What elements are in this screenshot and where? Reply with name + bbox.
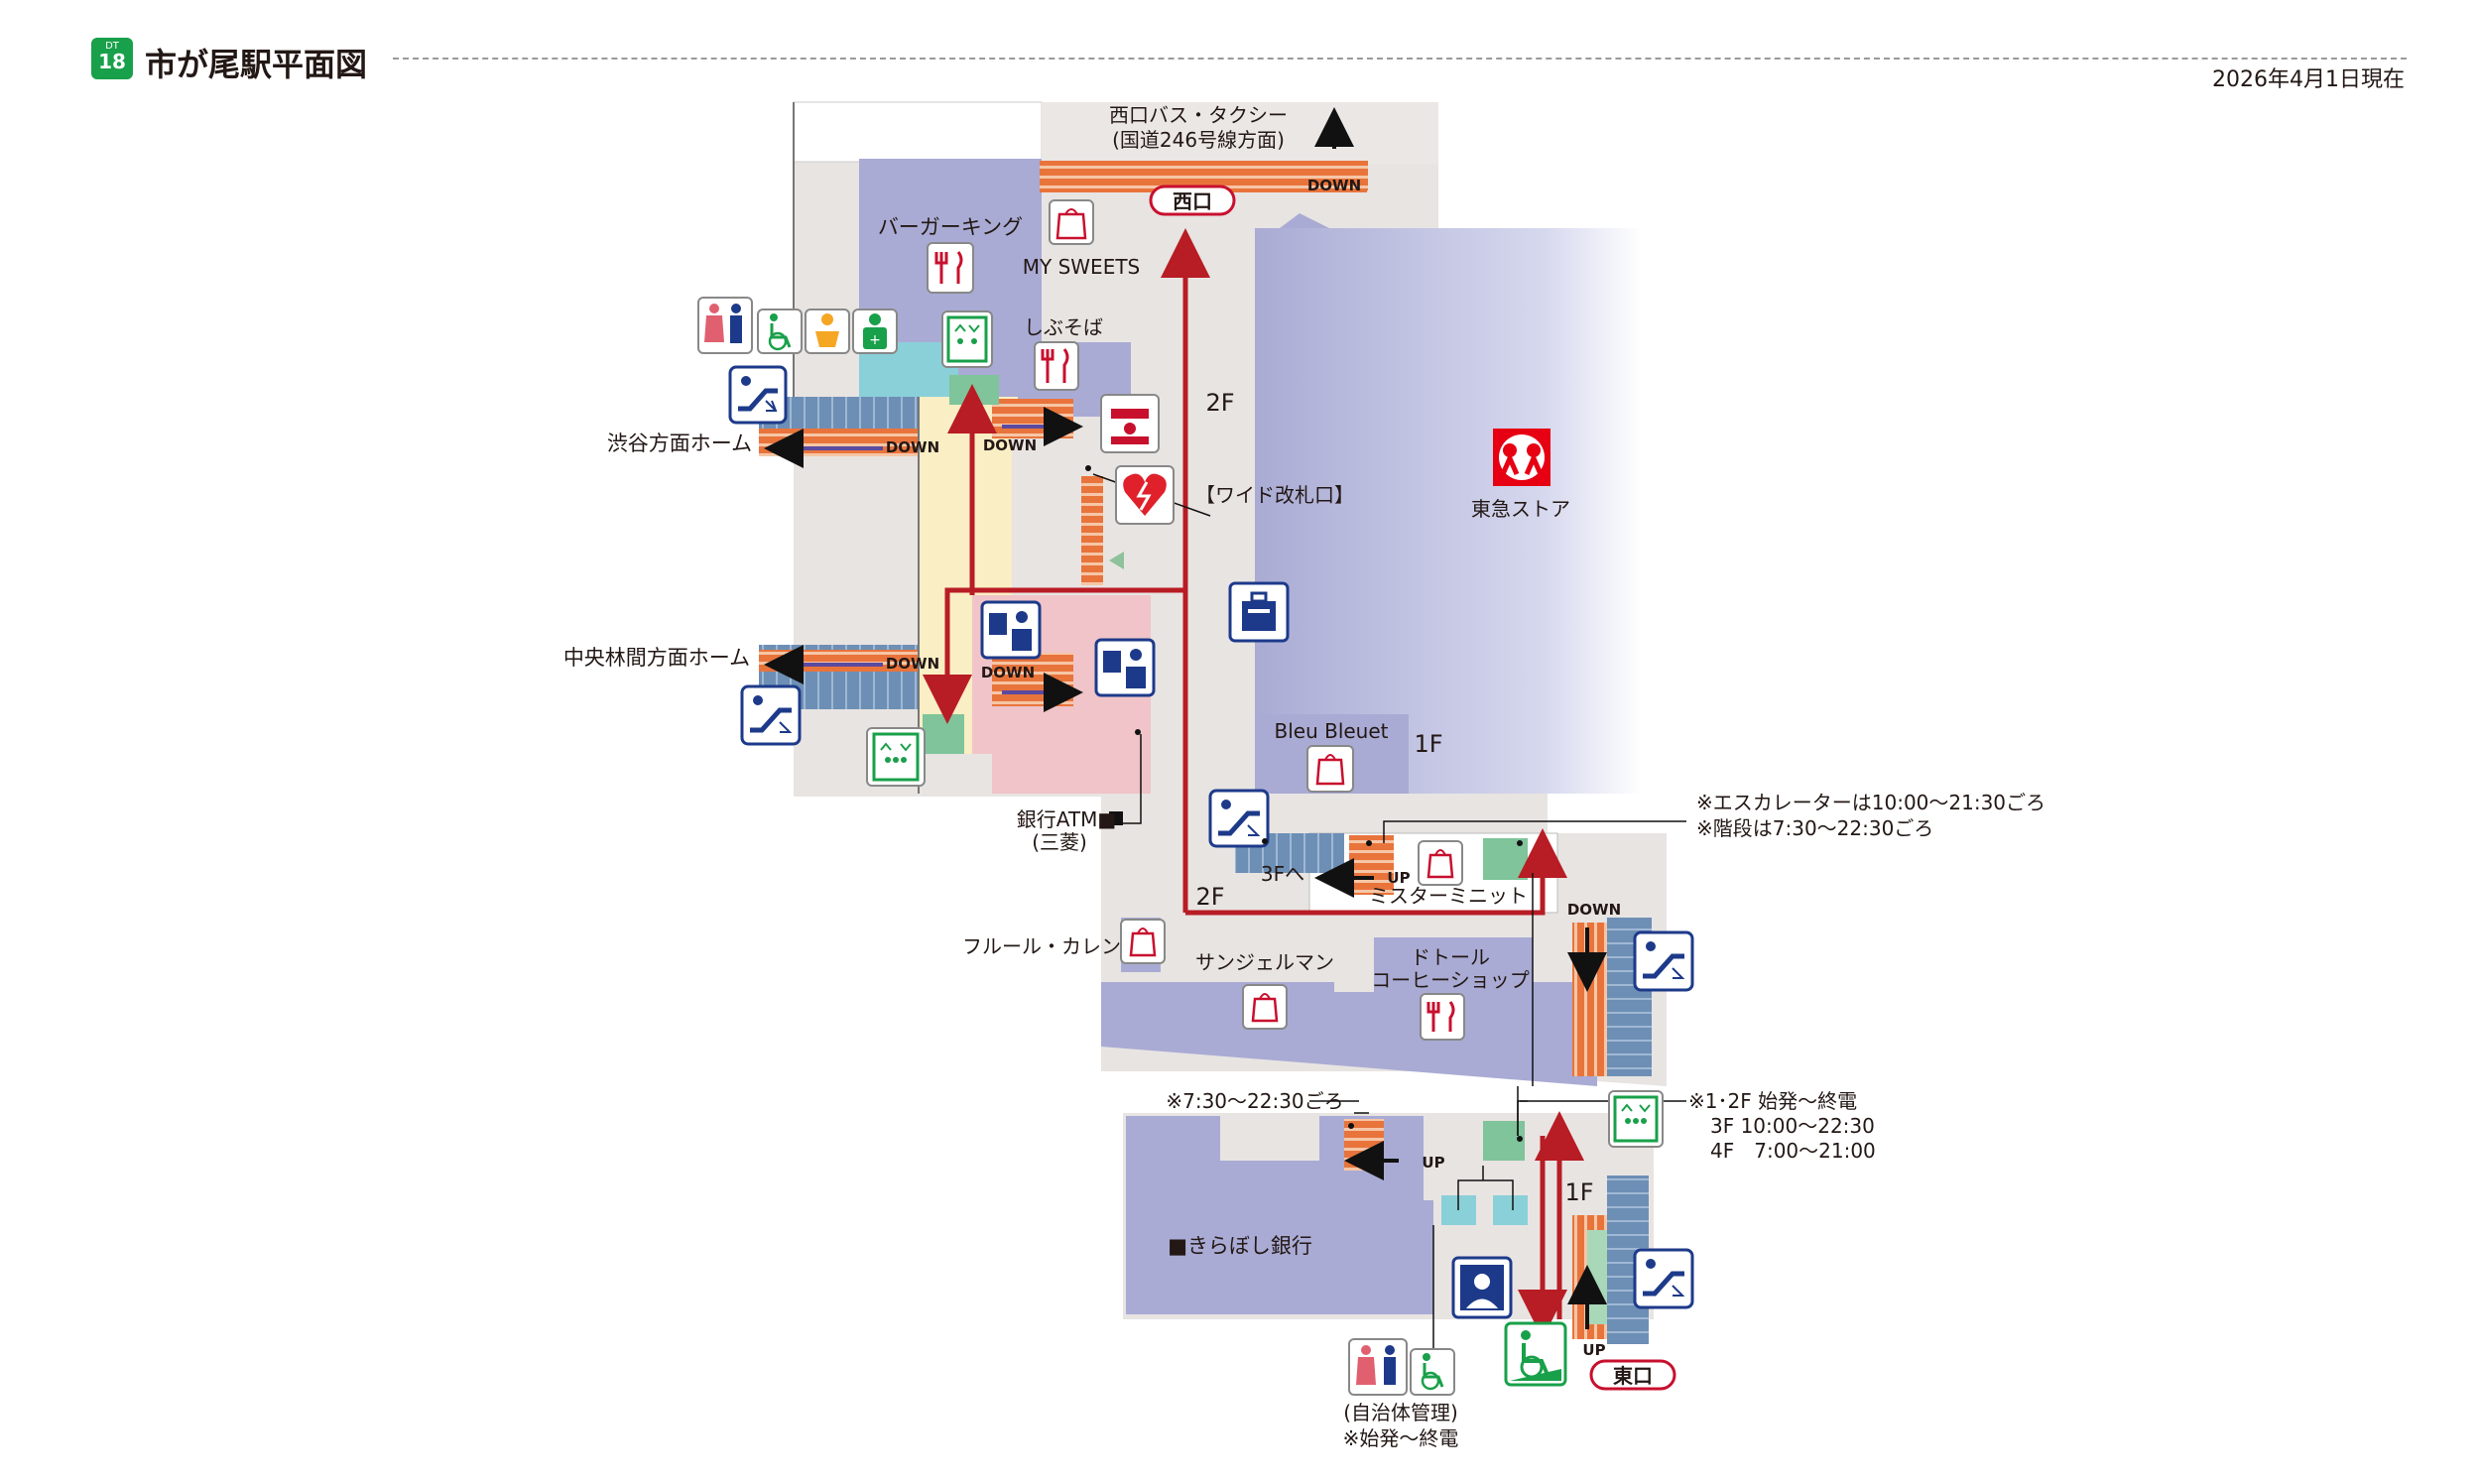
doutor-label: ドトール xyxy=(1411,945,1490,969)
chuorinkan-platform-label: 中央林間方面ホーム xyxy=(563,646,750,670)
line-badge-number: 18 xyxy=(98,50,126,73)
burger-king-label: バーガーキング xyxy=(878,215,1023,239)
aed-icon xyxy=(1115,465,1175,525)
floor-2f-label: 2F xyxy=(1205,389,1234,417)
bank-atm-label: 銀行ATM■ xyxy=(1017,807,1117,831)
east-exit-badge: 東口 xyxy=(1589,1359,1676,1391)
elevator-note-3: 4F 7:00～21:00 xyxy=(1710,1139,1876,1163)
baby-icon xyxy=(805,309,850,354)
toilet-hours-note: ※始発～終電 xyxy=(1343,1426,1459,1450)
lower-up-label: UP xyxy=(1422,1154,1444,1172)
restaurant-icon xyxy=(1420,993,1465,1041)
escalator-icon xyxy=(1633,930,1694,992)
connector-down-label: DOWN xyxy=(1567,901,1621,919)
accessible-route xyxy=(923,228,1584,1339)
stairs-hours-note: ※階段は7:30～22:30ごろ xyxy=(1696,816,1933,840)
bleu-bleuet-label: Bleu Bleuet xyxy=(1274,719,1388,743)
shibusoba-label: しぶそば xyxy=(1024,315,1103,339)
map-labels: 西口バス・タクシー (国道246号線方面) DOWN バーガーキング MY SW… xyxy=(563,103,2046,1450)
shop-icon xyxy=(1418,840,1463,886)
elevator-note-2: 3F 10:00～22:30 xyxy=(1710,1114,1875,1138)
doutor-sub-label: コーヒーショップ xyxy=(1371,968,1530,992)
shibuya-down-label: DOWN xyxy=(886,438,939,456)
floor-1f-label: 1F xyxy=(1564,1178,1593,1206)
west-exit-destination: 西口バス・タクシー xyxy=(1109,103,1288,127)
escalator-icon xyxy=(1208,789,1270,848)
ticket-machine-icon xyxy=(1094,638,1156,697)
restaurant-icon xyxy=(927,242,974,294)
escalator-hours-note: ※エスカレーターは10:00～21:30ごろ xyxy=(1696,791,2046,814)
to-3f-label: 3Fへ xyxy=(1261,862,1304,886)
escalator-icon xyxy=(728,365,788,425)
bank-atm-sub-label: (三菱) xyxy=(1032,830,1087,854)
tokyu-store-area xyxy=(1255,228,1642,794)
escalator-icon xyxy=(740,684,802,746)
east-up-label: UP xyxy=(1582,1341,1605,1359)
connector-up-label: UP xyxy=(1387,869,1410,887)
floor-2f-lower-label: 2F xyxy=(1195,883,1224,911)
flow-arrows xyxy=(764,107,1607,1329)
shop-icon xyxy=(1100,394,1160,453)
page-title: 市が尾駅平面図 xyxy=(145,46,368,83)
west-exit-destination-sub: (国道246号線方面) xyxy=(1112,128,1285,152)
shop-icon xyxy=(1306,745,1354,793)
tokyu-store-label: 東急ストア xyxy=(1471,497,1570,521)
toilet-management-note: (自治体管理) xyxy=(1343,1401,1458,1424)
gate-down-label: DOWN xyxy=(983,436,1037,454)
line-badge-code: DT xyxy=(105,41,119,52)
shop-icon xyxy=(1049,199,1094,245)
shibuya-platform-label: 渋谷方面ホーム xyxy=(607,432,752,455)
floor-1f-upper-label: 1F xyxy=(1414,730,1442,758)
toilet-icon xyxy=(1348,1338,1408,1396)
line-badge: DT 18 xyxy=(91,38,133,79)
escalator-icon xyxy=(1633,1248,1694,1309)
locker-icon xyxy=(1228,581,1290,643)
chuorinkan-down-label: DOWN xyxy=(886,655,939,673)
toilet-icon xyxy=(697,297,753,354)
floor-1f-plan xyxy=(1123,1113,1654,1344)
elevator-icon xyxy=(1608,1090,1664,1148)
gate2-down-label: DOWN xyxy=(981,664,1035,681)
shop-icon xyxy=(1242,984,1288,1030)
ticket-machine-icon xyxy=(980,600,1042,660)
west-exit-label: 西口 xyxy=(1173,189,1212,213)
kiraboshi-bank-label: ■きらぼし銀行 xyxy=(1168,1234,1312,1258)
elevator-note-1: ※1･2F 始発～終電 xyxy=(1688,1089,1857,1113)
stairs-hours-label: ※7:30～22:30ごろ xyxy=(1166,1089,1343,1113)
saint-germain-label: サンジェルマン xyxy=(1195,950,1334,974)
tokyu-store-logo xyxy=(1493,429,1550,486)
wheelchair-icon xyxy=(1410,1348,1455,1396)
as-of-date: 2026年4月1日現在 xyxy=(2212,67,2405,92)
mister-minit-label: ミスターミニット xyxy=(1369,884,1528,908)
elevator-icon xyxy=(866,727,926,787)
wheelchair-icon xyxy=(1504,1321,1567,1387)
shop-icon xyxy=(1120,919,1166,964)
wheelchair-icon xyxy=(757,309,803,354)
fleur-calen-label: フルール・カレン xyxy=(962,934,1121,958)
stairs-down-label: DOWN xyxy=(1307,177,1361,194)
elevator-icon xyxy=(941,310,993,368)
my-sweets-label: MY SWEETS xyxy=(1023,255,1141,279)
restaurant-icon xyxy=(1034,341,1079,391)
west-exit-badge: 西口 xyxy=(1149,185,1236,216)
ostomate-icon: + xyxy=(852,309,898,354)
atm-marker xyxy=(1109,811,1123,825)
callout-lines xyxy=(1092,473,1686,1354)
east-exit-label: 東口 xyxy=(1613,1364,1653,1388)
back-area xyxy=(793,101,1043,163)
header-divider xyxy=(393,58,2407,60)
wide-gate-label: 【ワイド改札口】 xyxy=(1195,483,1354,507)
station-staff-icon xyxy=(1451,1256,1513,1319)
svg-text:+: + xyxy=(869,332,881,348)
